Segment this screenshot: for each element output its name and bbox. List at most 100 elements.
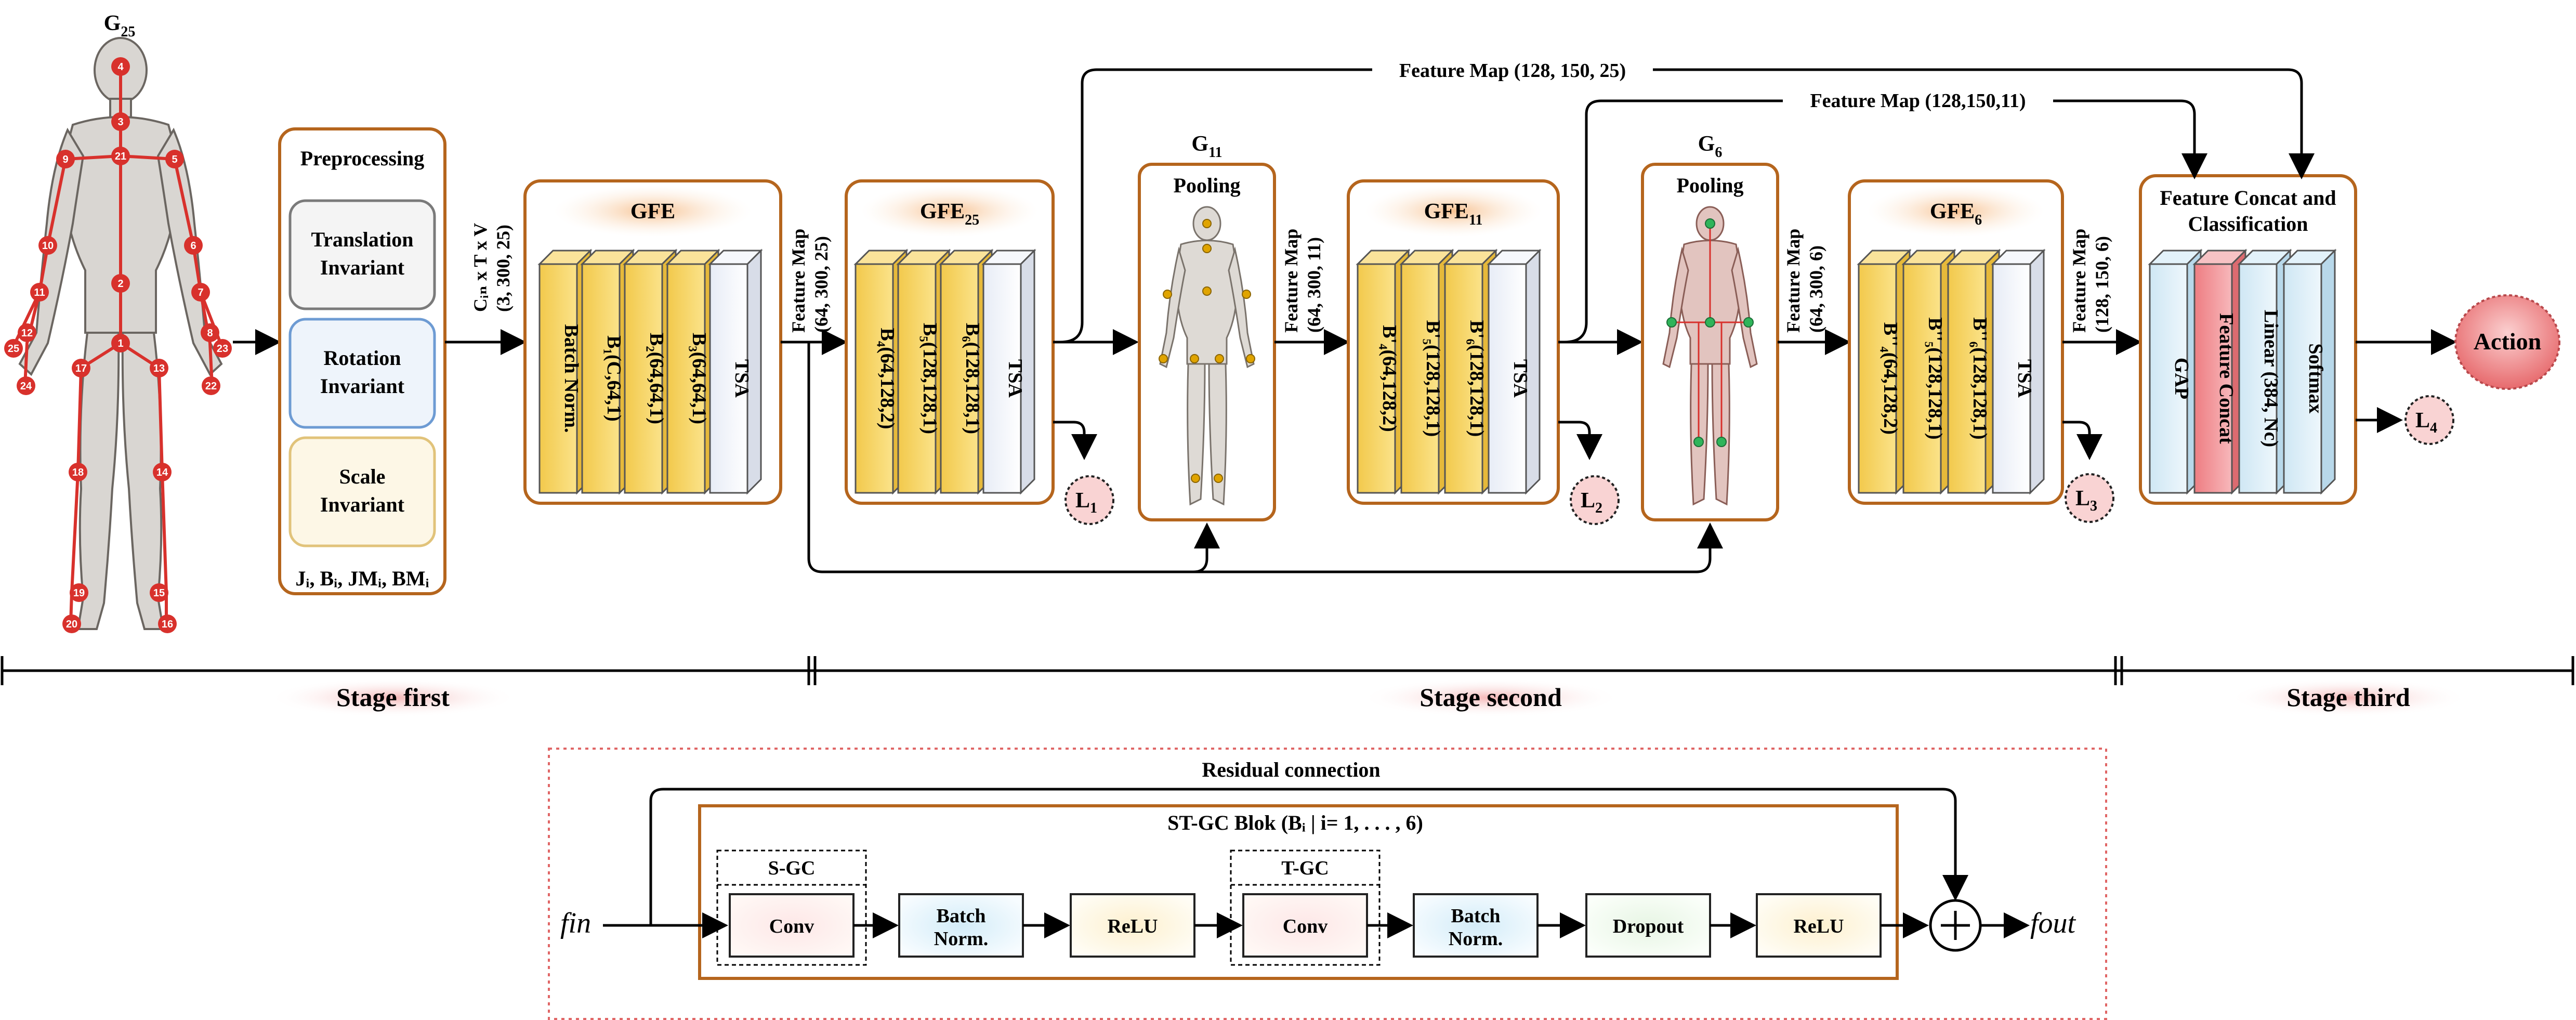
rotation-invariant-box: Rotation Invariant [288, 318, 436, 429]
joint-25: 25 [4, 339, 23, 358]
skeleton-figure: G25 4 3 21 9 5 10 [4, 11, 232, 633]
connector-fm11-to-classification [1564, 99, 2207, 344]
svg-text:(64, 300, 11): (64, 300, 11) [1304, 237, 1324, 333]
classify-block-1: GAP [2148, 249, 2203, 495]
feature-map-11-label: Feature Map (128,150,11) [1810, 90, 2026, 112]
feature-map-1-label: Feature Map (64, 300, 25) [788, 229, 832, 333]
svg-text:Feature Map: Feature Map [2069, 229, 2089, 333]
gfe11-title: GFE11 [1424, 200, 1483, 228]
classify-block-3: Linear (384, Nc) [2237, 249, 2292, 495]
joint-15: 15 [150, 583, 168, 602]
stgc-block-title: ST-GC Blok (Bᵢ | i= 1, . . . , 6) [1167, 811, 1423, 834]
action-label: Action [2474, 328, 2541, 355]
classification-title-line2: Classification [2188, 212, 2308, 236]
gfe25-block-label-4: TSA [1004, 359, 1026, 398]
svg-text:T-GC: T-GC [1281, 857, 1329, 879]
preprocessing-panel: Preprocessing Translation Invariant Rota… [278, 127, 446, 595]
gfe6-block-2: B''₅(128,128,1) [1901, 249, 1956, 495]
preprocessing-title: Preprocessing [300, 147, 425, 170]
gfe-block-label-4: B₃(64,64,1) [688, 333, 710, 424]
svg-text:L3: L3 [2075, 487, 2097, 514]
svg-text:8: 8 [207, 328, 213, 339]
joint-2: 2 [111, 274, 130, 293]
gfe11-block-label-1: B'₄(64,128,2) [1378, 325, 1400, 432]
svg-text:6: 6 [190, 240, 196, 252]
input-dim-label: Cᵢₙ x T x V (3, 300, 25) [470, 223, 514, 312]
svg-text:Invariant: Invariant [320, 493, 405, 516]
joint-18: 18 [69, 463, 87, 481]
stgc-op-3: ReLU [1070, 893, 1195, 958]
connector-fm1-to-pooling2 [807, 342, 1723, 573]
svg-text:18: 18 [72, 467, 84, 478]
svg-text:17: 17 [75, 363, 87, 374]
pooling2-group-label: G6 [1698, 132, 1723, 161]
pooling1-group-label: G11 [1191, 132, 1222, 161]
action-node: Action [2454, 294, 2560, 390]
svg-text:L1: L1 [1075, 489, 1097, 516]
stage-third-label: Stage third [2286, 683, 2410, 712]
loss-l2: L2 [1558, 421, 1620, 525]
joint-6: 6 [184, 236, 203, 255]
svg-text:2: 2 [117, 278, 123, 290]
joint-19: 19 [70, 583, 88, 602]
pooling2-panel: G6 Pooling [1641, 132, 1779, 521]
joint-3: 3 [111, 112, 130, 131]
sum-node-icon [1929, 899, 1982, 952]
translation-invariant-box: Translation Invariant [288, 199, 436, 310]
svg-text:(64, 300, 25): (64, 300, 25) [811, 236, 832, 333]
svg-text:Invariant: Invariant [320, 256, 405, 279]
svg-text:3: 3 [117, 116, 123, 128]
feature-map-3-label: Feature Map (64, 300, 6) [1783, 229, 1826, 333]
pooling2-title: Pooling [1677, 174, 1744, 197]
joint-23: 23 [213, 339, 232, 358]
feature-map-4-label: Feature Map (128, 150, 6) [2069, 229, 2112, 333]
joint-17: 17 [72, 359, 90, 377]
svg-text:15: 15 [153, 587, 165, 599]
gfe-block-1: Batch Norm. [537, 249, 593, 495]
gfe6-block-1: B''₄(64,128,2) [1857, 249, 1912, 495]
joint-16: 16 [158, 614, 177, 633]
gfe6-block-4: TSA [1991, 249, 2046, 495]
svg-text:Scale: Scale [339, 465, 386, 488]
stgc-outer-dashed-frame [548, 748, 2107, 1020]
classify-block-label-4: Softmax [2305, 343, 2327, 413]
skeleton-joints: 4 3 21 9 5 10 6 2 11 7 12 8 25 23 24 22 … [4, 57, 232, 633]
scale-invariant-box: Scale Invariant [288, 436, 436, 547]
svg-text:(3, 300, 25): (3, 300, 25) [493, 225, 514, 312]
svg-text:5: 5 [172, 154, 177, 165]
stgc-op-6: Dropout [1585, 893, 1711, 958]
gfe-title: GFE [630, 200, 675, 224]
gfe6-block-label-3: B''₆(128,128,1) [1969, 317, 1991, 439]
svg-text:23: 23 [217, 343, 228, 355]
feature-map-25-label: Feature Map (128, 150, 25) [1399, 60, 1626, 82]
svg-text:Batch: Batch [937, 905, 986, 927]
svg-text:Invariant: Invariant [320, 374, 405, 398]
svg-text:Feature Map: Feature Map [788, 229, 809, 333]
s-gc-region: S-GC [716, 849, 867, 966]
classify-block-label-3: Linear (384, Nc) [2260, 310, 2282, 447]
joint-8: 8 [201, 323, 219, 342]
classification-title-line1: Feature Concat and [2160, 186, 2336, 210]
joint-11: 11 [30, 283, 49, 302]
svg-text:24: 24 [20, 381, 32, 392]
svg-text:Batch: Batch [1451, 905, 1501, 927]
joint-12: 12 [18, 323, 36, 342]
classify-block-2: Feature Concat [2192, 249, 2248, 495]
svg-text:22: 22 [205, 381, 217, 392]
svg-text:S-GC: S-GC [768, 857, 816, 879]
gfe-block-label-2: B₁(C,64,1) [603, 335, 625, 422]
svg-text:Norm.: Norm. [1449, 928, 1503, 950]
joint-5: 5 [165, 150, 184, 168]
gfe6-title: GFE6 [1930, 200, 1982, 228]
svg-text:Dropout: Dropout [1613, 916, 1684, 937]
gfe11-block-label-3: B'₆(128,128,1) [1466, 320, 1488, 437]
body-figure-11-icon [1159, 206, 1255, 506]
joint-14: 14 [153, 463, 172, 481]
stgc-op-1: Conv [729, 893, 855, 958]
svg-text:Conv: Conv [769, 916, 814, 937]
svg-text:L4: L4 [2415, 409, 2437, 436]
svg-text:9: 9 [62, 154, 68, 165]
joint-1: 1 [111, 334, 130, 352]
